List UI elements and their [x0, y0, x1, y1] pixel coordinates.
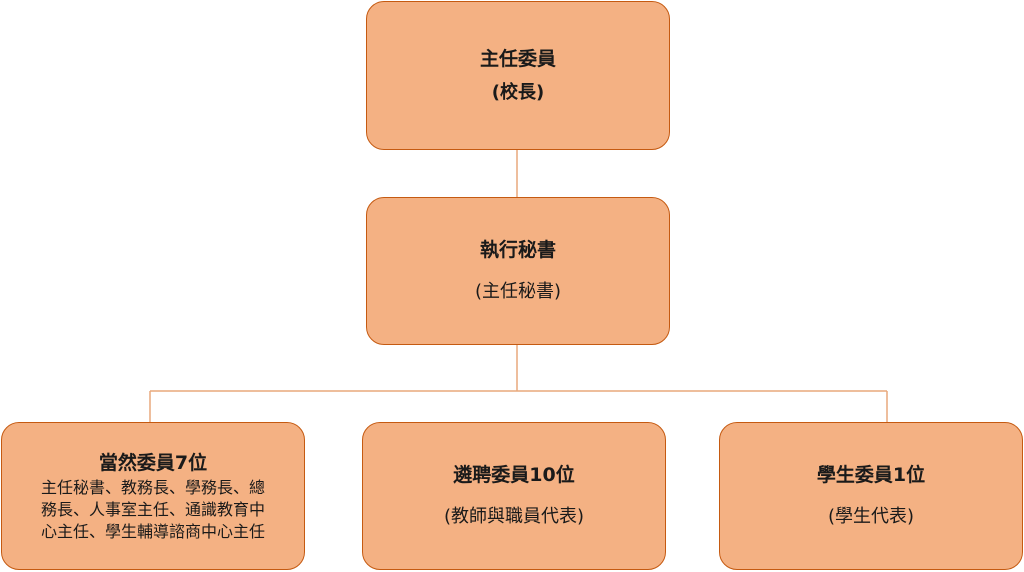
ex-officio-members: 主任秘書、教務長、學務長、總 務長、人事室主任、通識教育中 心主任、學生輔導諮商…: [31, 477, 275, 543]
appointed-subtitle: (教師與職員代表): [443, 506, 585, 527]
executive-secretary-box: 執行秘書 (主任秘書): [366, 197, 670, 345]
student-title: 學生委員1位: [816, 464, 926, 486]
ex-officio-members-line: 主任秘書、教務長、學務長、總: [40, 478, 265, 497]
chairman-subtitle: (校長): [491, 81, 545, 103]
ex-officio-box: 當然委員7位 主任秘書、教務長、學務長、總 務長、人事室主任、通識教育中 心主任…: [1, 422, 305, 570]
ex-officio-title: 當然委員7位: [98, 452, 208, 474]
ex-officio-members-line: 心主任、學生輔導諮商中心主任: [40, 522, 265, 541]
student-subtitle: (學生代表): [827, 506, 915, 527]
chairman-box: 主任委員 (校長): [366, 1, 670, 150]
executive-secretary-title: 執行秘書: [479, 239, 556, 261]
appointed-box: 遴聘委員10位 (教師與職員代表): [362, 422, 666, 570]
executive-secretary-subtitle: (主任秘書): [474, 281, 562, 302]
chairman-title: 主任委員: [479, 47, 556, 70]
ex-officio-members-line: 務長、人事室主任、通識教育中: [40, 500, 265, 519]
student-box: 學生委員1位 (學生代表): [719, 422, 1023, 570]
appointed-title: 遴聘委員10位: [453, 464, 575, 486]
